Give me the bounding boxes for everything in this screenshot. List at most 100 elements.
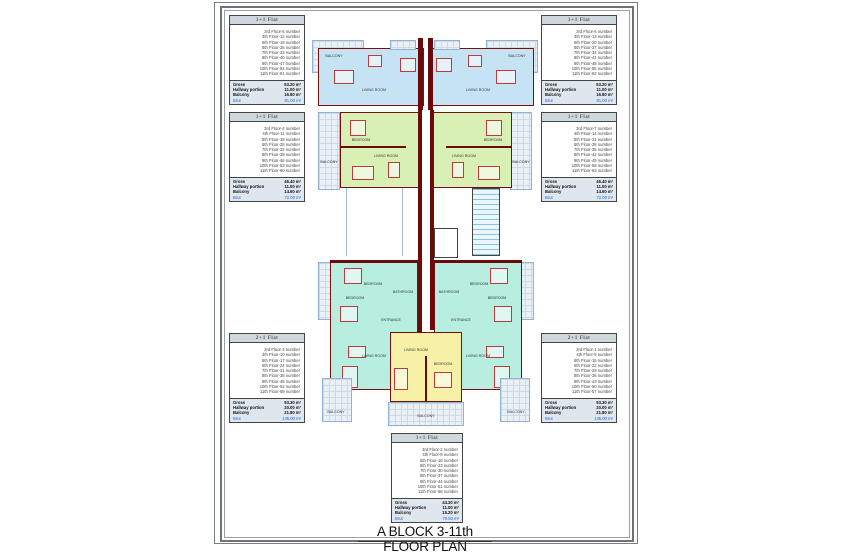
dining-table-icon <box>388 162 400 178</box>
info-box-bottom-center: 1+1 Flat 3rd Floor-2 number 4th Floor-9 … <box>391 433 463 524</box>
flat-type-header: 2+1 Flat <box>542 334 616 343</box>
flat-type-header: 1+1 Flat <box>542 113 616 122</box>
room-label-living-room: LIVING ROOM <box>452 154 476 158</box>
gross-label: Gross <box>233 81 246 87</box>
floor-line: 3rd Floor-1 number <box>576 347 612 352</box>
floor-line: 9th Floor-43 number <box>574 378 612 384</box>
wall <box>434 260 522 263</box>
brut-row: Brut 81.00 m² <box>545 98 613 103</box>
balcony-top-small-left <box>390 40 416 50</box>
room-label-balcony: BALCONY <box>417 414 435 418</box>
dining-table-icon <box>468 55 482 67</box>
floor-line: 7th Floor-35 number <box>574 147 612 153</box>
floor-line: 10th Floor-51 number <box>417 484 458 490</box>
brut-value: 81.00 m² <box>596 97 613 103</box>
hallway-value: 11.00 m² <box>284 184 301 190</box>
brut-row: Brut 135.00 m² <box>545 416 613 421</box>
dining-table-icon <box>368 55 382 67</box>
balcony-value: 21.80 m² <box>284 410 301 416</box>
wall <box>330 260 418 263</box>
floor-line: 4th Floor-9 number <box>422 452 458 458</box>
floor-number-list: 3rd Floor-3 number 4th Floor-10 number 5… <box>230 343 304 398</box>
balcony-value: 21.80 m² <box>596 410 613 416</box>
room-label-bedroom: BEDROOM <box>363 282 383 286</box>
room-label-living-room: LIVING ROOM <box>466 88 490 92</box>
hallway-row: Hallway portion 20.00 m² <box>545 405 613 410</box>
floor-line: 3rd Floor-7 number <box>576 126 612 131</box>
wall <box>418 38 423 110</box>
balcony-bottom-center <box>388 402 464 426</box>
floor-line: 8th Floor-40 number <box>262 55 300 61</box>
floor-line: 3rd Floor-3 number <box>264 347 300 352</box>
gross-label: Gross <box>545 178 558 184</box>
floor-line: 11th Floor-63 number <box>572 168 612 174</box>
dining-table-icon <box>348 346 366 358</box>
room-label-living-room: LIVING ROOM <box>404 348 428 352</box>
floor-line: 4th Floor-12 number <box>262 34 300 40</box>
brut-value: 135.00 m² <box>594 415 613 421</box>
hallway-label: Hallway portion <box>545 405 577 411</box>
hallway-value: 11.00 m² <box>442 505 459 511</box>
floor-line: 10th Floor-50 number <box>571 384 612 390</box>
room-label-living-room: LIVING ROOM <box>374 154 398 158</box>
floor-line: 3rd Floor-5 number <box>264 29 300 34</box>
floor-line: 5th Floor-20 number <box>574 39 612 45</box>
brut-label: Brut <box>233 415 241 421</box>
info-box-low-left: 2+1 Flat 3rd Floor-3 number 4th Floor-10… <box>229 333 305 424</box>
floor-line: 4th Floor-13 number <box>574 34 612 40</box>
brut-label: Brut <box>545 415 553 421</box>
gross-value: 53.20 m² <box>284 81 301 87</box>
room-label-bedroom: BEDROOM <box>483 138 503 142</box>
floor-line: 11th Floor-59 number <box>260 389 300 395</box>
gross-value: 46.40 m² <box>284 178 301 184</box>
floor-line: 4th Floor-10 number <box>262 352 300 358</box>
balcony-low-right-bottom <box>500 378 530 422</box>
elevator-shaft <box>434 228 458 258</box>
balcony-mid-left <box>318 112 340 190</box>
brut-value: 72.00 m² <box>596 194 613 200</box>
gross-value: 44.30 m² <box>442 499 459 505</box>
floor-line: 11th Floor-62 number <box>572 71 612 77</box>
floor-line: 9th Floor-44 number <box>420 478 458 484</box>
room-label-balcony: BALCONY <box>327 410 345 414</box>
floor-line: 4th Floor-8 number <box>576 352 612 358</box>
wall <box>425 356 427 402</box>
room-label-living-room: LIVING ROOM <box>362 354 386 358</box>
light-well-line <box>346 188 347 256</box>
floor-line: 5th Floor-21 number <box>574 136 612 142</box>
brut-label: Brut <box>545 97 553 103</box>
gross-row: Gross 53.20 m² <box>233 82 301 87</box>
info-box-mid-left: 1+1 Flat 3rd Floor-4 number 4th Floor-11… <box>229 112 305 203</box>
flat-type-header: 2+1 Flat <box>230 334 304 343</box>
balcony-value: 16.80 m² <box>284 92 301 98</box>
bed-icon <box>494 306 512 322</box>
room-label-living-room: LIVING ROOM <box>466 354 490 358</box>
floor-number-list: 3rd Floor-6 number 4th Floor-13 number 5… <box>542 25 616 80</box>
floor-line: 6th Floor-22 number <box>574 362 612 368</box>
room-label-bathroom: BATHROOM <box>438 290 460 294</box>
hallway-value: 20.00 m² <box>596 405 613 411</box>
brut-value: 72.00 m² <box>284 194 301 200</box>
flat-type-header: 1+1 Flat <box>230 16 304 25</box>
sofa-icon <box>352 166 374 180</box>
balcony-value: 15.20 m² <box>442 510 459 516</box>
floor-number-list: 3rd Floor-1 number 4th Floor-8 number 5t… <box>542 343 616 398</box>
